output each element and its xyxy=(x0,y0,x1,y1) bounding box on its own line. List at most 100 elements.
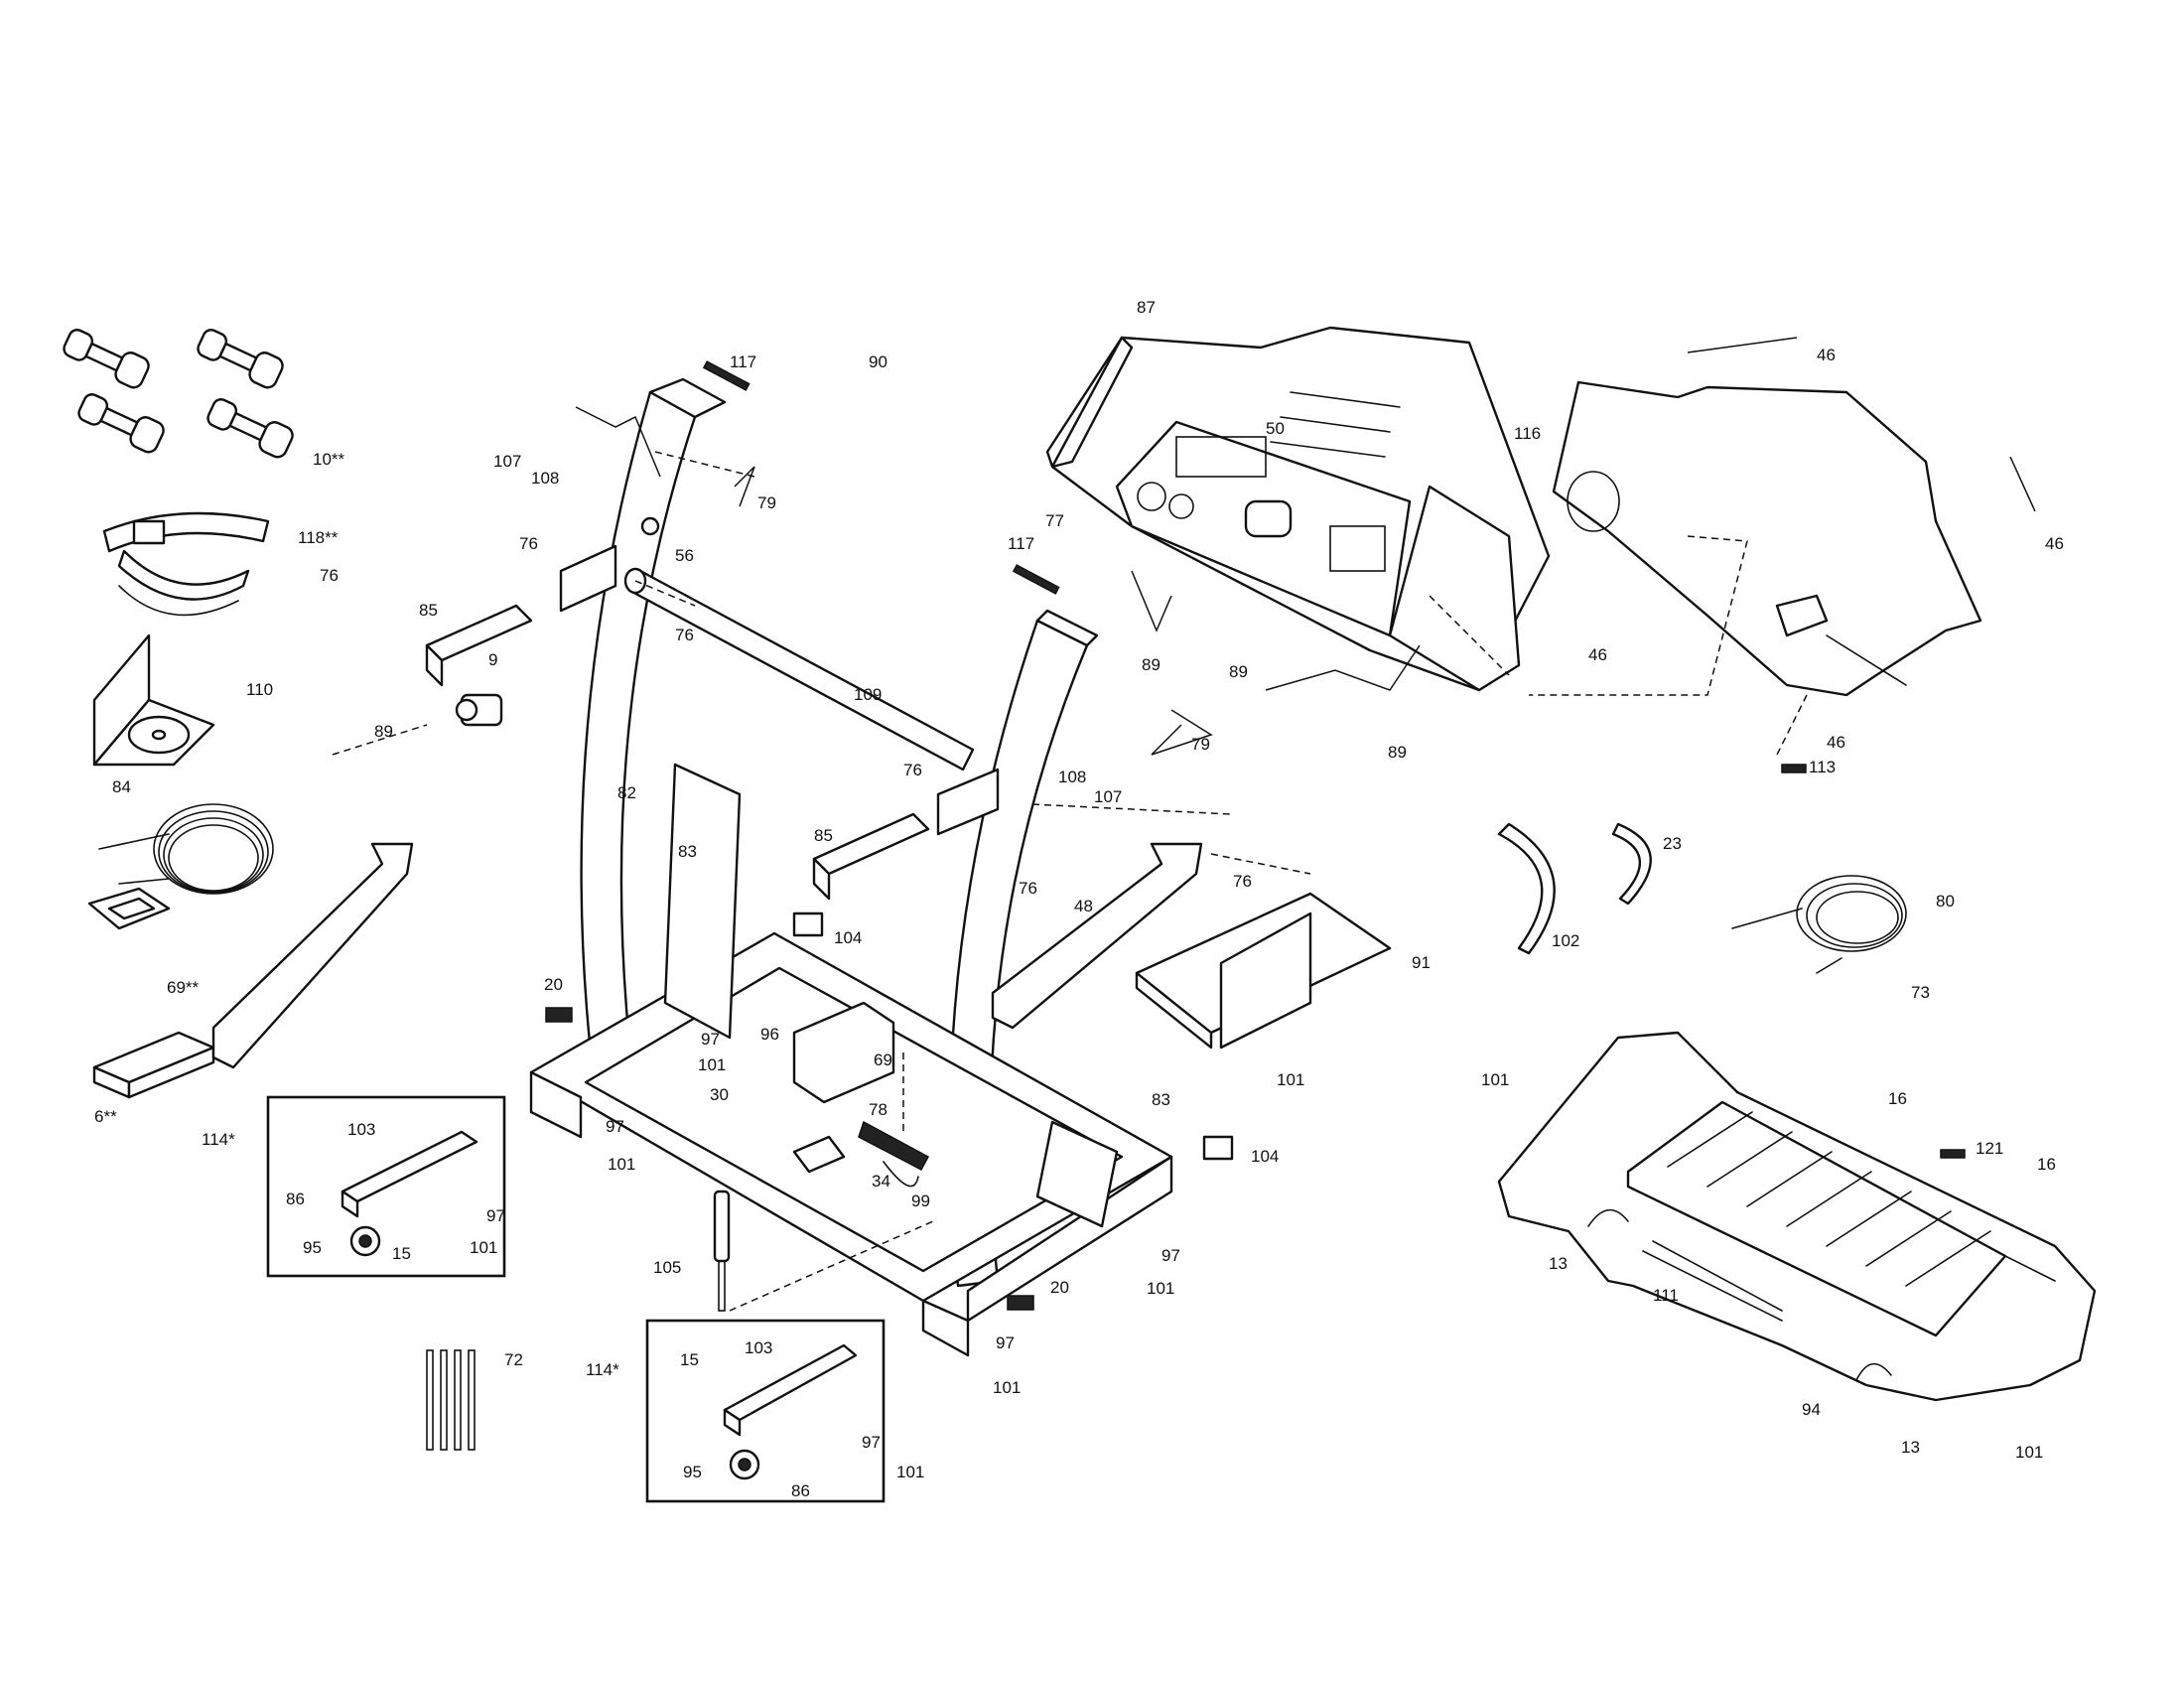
strap-23 xyxy=(1611,822,1652,906)
handrail-48 xyxy=(991,842,1203,1030)
callout-labels: 117 90 87 46 10** 107 108 79 50 116 118*… xyxy=(94,298,2064,1500)
callout-label: 101 xyxy=(1147,1279,1174,1298)
callout-label: 76 xyxy=(903,761,922,779)
callout-label: 72 xyxy=(504,1350,523,1369)
handrail-110 xyxy=(211,842,414,1069)
callout-label: 89 xyxy=(1142,655,1160,674)
callout-label: 86 xyxy=(791,1481,810,1500)
callout-label: 117 xyxy=(1008,534,1034,553)
callout-label: 16 xyxy=(1888,1089,1907,1108)
callout-label: 101 xyxy=(698,1055,726,1074)
callout-label: 101 xyxy=(896,1463,924,1481)
crossbar-109 xyxy=(623,567,975,772)
callout-label: 13 xyxy=(1901,1438,1920,1457)
callout-label: 76 xyxy=(675,626,694,644)
callout-label: 20 xyxy=(544,975,563,994)
callout-label: 78 xyxy=(869,1100,887,1119)
pivot-9 xyxy=(455,693,503,727)
callout-label: 96 xyxy=(760,1025,779,1044)
callout-label: 94 xyxy=(1802,1400,1821,1419)
callout-label: 46 xyxy=(1588,645,1607,664)
callout-label: 16 xyxy=(2037,1155,2056,1174)
callout-label: 116 xyxy=(1514,424,1541,443)
strap-102 xyxy=(1497,822,1556,955)
callout-label: 101 xyxy=(2015,1443,2043,1462)
callout-label: 83 xyxy=(1152,1090,1170,1109)
callout-label: 101 xyxy=(470,1238,497,1257)
callout-label: 76 xyxy=(1233,872,1252,891)
callout-label: 108 xyxy=(1058,768,1086,786)
callout-label: 105 xyxy=(653,1258,681,1277)
callout-label: 109 xyxy=(854,685,882,704)
shield-91 xyxy=(1135,892,1392,1050)
callout-label: 101 xyxy=(1481,1070,1509,1089)
callout-label: 79 xyxy=(1191,735,1210,754)
callout-label: 97 xyxy=(606,1117,624,1136)
callout-label: 48 xyxy=(1074,897,1093,915)
callout-label: 101 xyxy=(1277,1070,1304,1089)
callout-label: 50 xyxy=(1266,419,1285,438)
callout-label: 113 xyxy=(1809,758,1836,776)
console-back-116 xyxy=(1552,380,1982,697)
callout-label: 69 xyxy=(874,1051,892,1069)
incline-motor-105 xyxy=(713,1190,731,1312)
callout-label: 84 xyxy=(112,777,131,796)
incline-bracket-96 xyxy=(792,1001,895,1174)
callout-label: 13 xyxy=(1549,1254,1568,1273)
callout-label: 46 xyxy=(1817,346,1836,364)
motor-hood-94 xyxy=(1497,1031,2097,1402)
callout-label: 82 xyxy=(617,783,636,802)
hardware-marks xyxy=(545,360,1966,1311)
callout-label: 103 xyxy=(745,1338,772,1357)
chest-strap-118 xyxy=(102,511,270,617)
cables-69 xyxy=(87,803,274,930)
callout-label: 85 xyxy=(814,826,833,845)
callout-label: 46 xyxy=(1827,733,1845,752)
callout-label: 15 xyxy=(680,1350,699,1369)
callout-label: 80 xyxy=(1936,892,1955,911)
callout-label: 111 xyxy=(1653,1286,1679,1305)
callout-label: 90 xyxy=(869,352,887,371)
callout-label: 85 xyxy=(419,601,438,620)
callout-label: 86 xyxy=(286,1190,305,1208)
callout-label: 89 xyxy=(374,722,393,741)
callout-label: 99 xyxy=(911,1192,930,1210)
callout-label: 20 xyxy=(1050,1278,1069,1297)
callout-label: 15 xyxy=(392,1244,411,1263)
callout-label: 107 xyxy=(1094,787,1122,806)
callout-label: 89 xyxy=(1229,662,1248,681)
video-cd-84 xyxy=(92,633,215,767)
motor-wire-78 xyxy=(858,1120,930,1188)
callout-label: 97 xyxy=(1161,1246,1180,1265)
callout-label: 104 xyxy=(834,928,862,947)
callout-label: 95 xyxy=(683,1463,702,1481)
wheel-assembly-box-2 xyxy=(645,1319,886,1503)
callout-label: 101 xyxy=(993,1378,1021,1397)
callout-label: 117 xyxy=(730,352,756,371)
callout-label: 76 xyxy=(519,534,538,553)
callout-label: 118** xyxy=(298,528,339,547)
callout-label: 110 xyxy=(246,680,273,699)
callout-label: 114* xyxy=(202,1130,235,1149)
callout-label: 69** xyxy=(167,978,200,997)
callout-label: 114* xyxy=(586,1360,619,1379)
callout-label: 76 xyxy=(320,566,339,585)
tube-85-right xyxy=(812,768,1000,901)
callout-label: 102 xyxy=(1552,931,1579,950)
bolts-72 xyxy=(426,1349,476,1451)
callout-label: 101 xyxy=(608,1155,635,1174)
callout-label: 121 xyxy=(1976,1139,2003,1158)
callout-label: 6** xyxy=(94,1107,117,1126)
leader-lines xyxy=(332,337,2036,1312)
weights-10 xyxy=(63,329,294,459)
callout-label: 104 xyxy=(1251,1147,1279,1166)
cable-80 xyxy=(1731,875,1907,974)
callout-label: 23 xyxy=(1663,834,1682,853)
wheel-assembly-box-1 xyxy=(266,1095,506,1278)
callout-label: 91 xyxy=(1412,953,1431,972)
callout-label: 56 xyxy=(675,546,694,565)
callout-label: 30 xyxy=(710,1085,729,1104)
callout-label: 79 xyxy=(757,493,776,512)
callout-label: 97 xyxy=(996,1333,1015,1352)
